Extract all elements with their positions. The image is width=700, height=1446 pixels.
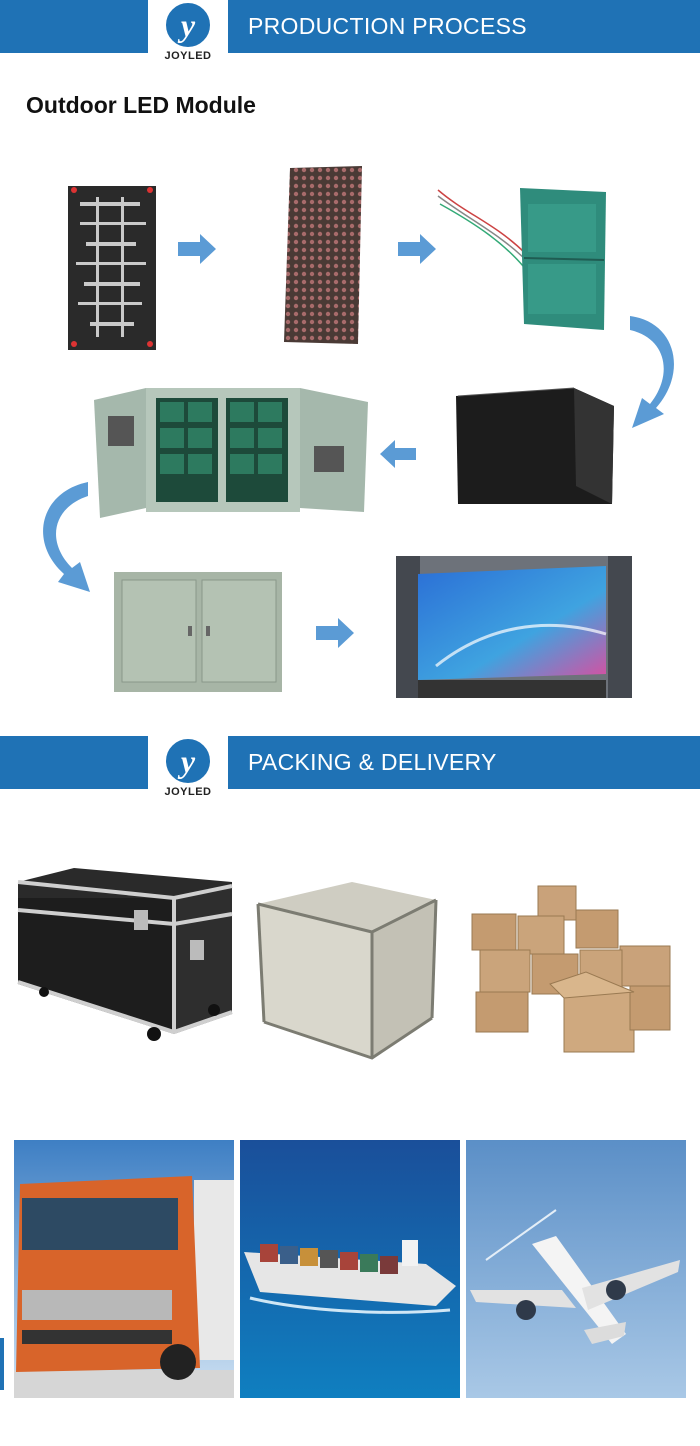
side-marker [0, 1338, 4, 1390]
truck-image [14, 1140, 234, 1398]
packing-delivery-title: PACKING & DELIVERY [248, 749, 497, 775]
led-module-front-image [284, 166, 364, 344]
arrow-right-icon [398, 234, 436, 264]
section-title: Outdoor LED Module [26, 92, 256, 118]
packing-delivery-header: PACKING & DELIVERY y JOYLED [0, 736, 700, 798]
flight-case-image [14, 868, 234, 1044]
curved-arrow-icon [630, 316, 674, 428]
wooden-crate-image [256, 880, 438, 1060]
production-process-header: PRODUCTION PROCESS y JOYLED [0, 0, 700, 62]
cargo-ship-image [240, 1140, 460, 1398]
cabinet-back-image [112, 570, 284, 694]
airplane-image [466, 1140, 686, 1398]
joyled-logo-icon: y [164, 1, 212, 49]
arrow-right-icon [178, 234, 216, 264]
carton-boxes-image [466, 880, 678, 1058]
led-module-back-image [436, 184, 610, 332]
svg-text:y: y [177, 743, 196, 779]
cabinet-open-image [94, 386, 370, 518]
pcb-board-image [66, 182, 160, 352]
production-process-title: PRODUCTION PROCESS [248, 13, 527, 39]
logo-brand-text: JOYLED [164, 50, 212, 62]
joyled-logo-icon: y [164, 737, 212, 785]
joyled-logo: y JOYLED [160, 0, 216, 62]
joyled-logo: y JOYLED [160, 736, 216, 798]
svg-text:y: y [177, 7, 196, 43]
installed-screen-image [396, 556, 632, 698]
logo-brand-text: JOYLED [164, 786, 212, 798]
cabinet-front-image [452, 386, 618, 506]
curved-arrow-icon [43, 482, 90, 592]
arrow-left-icon [380, 440, 416, 468]
arrow-right-icon [316, 618, 354, 648]
